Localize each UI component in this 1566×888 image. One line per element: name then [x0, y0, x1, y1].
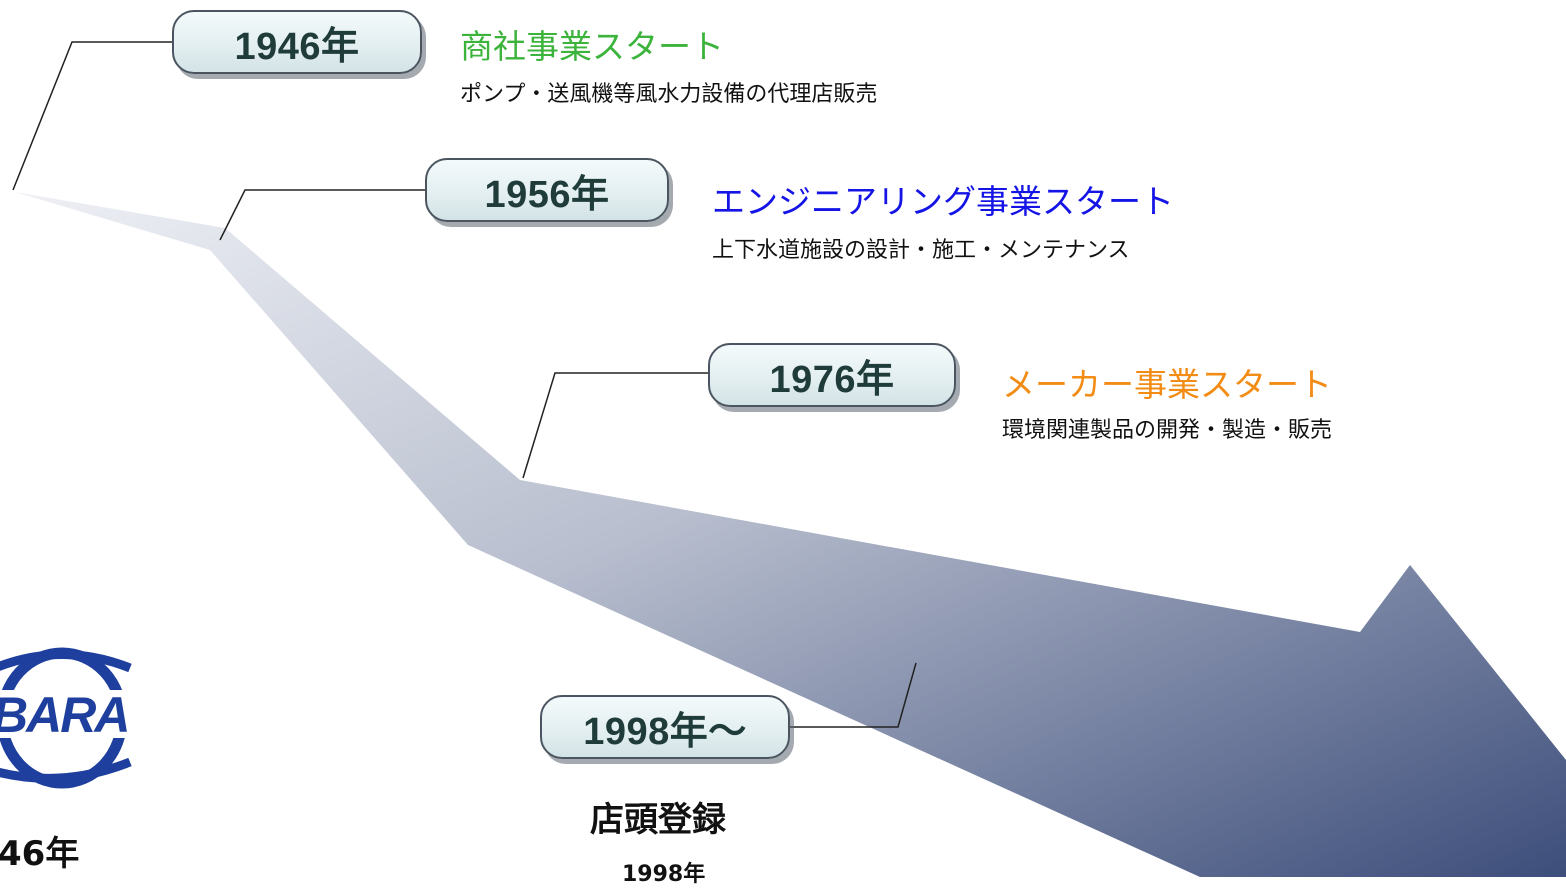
- connector-line-1976: [522, 372, 710, 479]
- logo-text: BARA: [0, 687, 130, 743]
- year-badge-1956: 1956年: [425, 158, 669, 222]
- logo-caption: 46年: [0, 834, 80, 874]
- timeline-arrow: [15, 192, 1566, 877]
- description-1946: ポンプ・送風機等風水力設備の代理店販売: [460, 82, 878, 107]
- heading-1956: エンジニアリング事業スタート: [712, 182, 1174, 221]
- connector-line-1956: [219, 189, 425, 241]
- year-badge-1976: 1976年: [708, 343, 956, 407]
- year-badge-1946: 1946年: [172, 10, 422, 74]
- connector-line-1998: [790, 662, 917, 728]
- description-1956: 上下水道施設の設計・施工・メンテナンス: [712, 238, 1130, 263]
- heading-1976: メーカー事業スタート: [1002, 365, 1332, 404]
- ebara-logo: [0, 647, 135, 789]
- connector-line-1946: [12, 41, 172, 191]
- description-1998: 1998年: [622, 862, 706, 887]
- heading-1946: 商社事業スタート: [460, 27, 724, 66]
- year-badge-1998: 1998年～: [540, 695, 790, 759]
- heading-1998: 店頭登録: [590, 800, 726, 840]
- description-1976: 環境関連製品の開発・製造・販売: [1002, 418, 1333, 443]
